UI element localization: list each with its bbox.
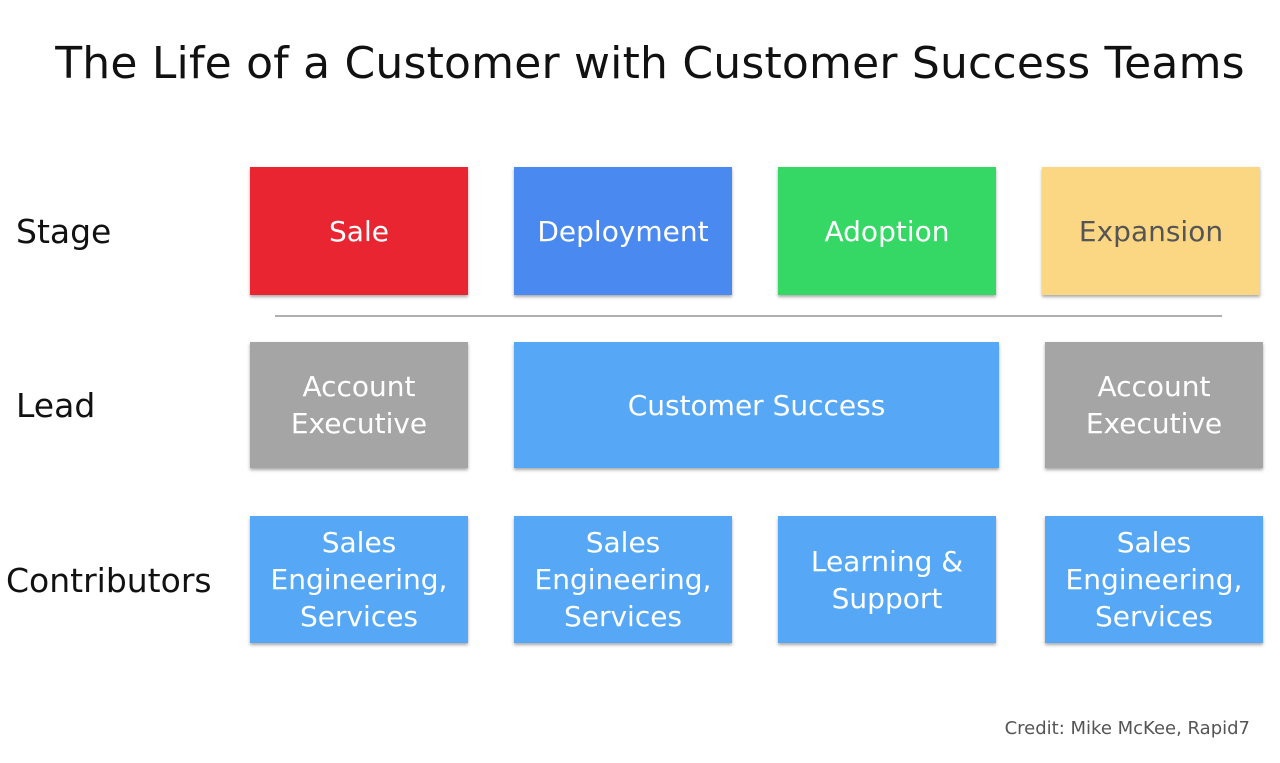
lead-box-customer-success: Customer Success xyxy=(514,342,999,468)
contributor-label: Sales Engineering, Services xyxy=(534,526,712,633)
row-label-stage: Stage xyxy=(16,212,112,251)
lead-box-account-executive: Account Executive xyxy=(250,342,468,468)
lead-box-account-executive-2: Account Executive xyxy=(1045,342,1263,468)
diagram-title: The Life of a Customer with Customer Suc… xyxy=(55,38,1245,89)
contributor-box-learning-support: Learning & Support xyxy=(778,516,996,643)
stage-label: Adoption xyxy=(824,214,950,248)
stage-label: Sale xyxy=(329,214,389,248)
contributor-label: Learning & Support xyxy=(810,544,964,615)
contributor-label: Sales Engineering, Services xyxy=(1065,526,1243,633)
divider-line xyxy=(275,315,1222,317)
stage-box-expansion: Expansion xyxy=(1042,167,1260,295)
lead-label: Account Executive xyxy=(290,370,428,440)
contributor-label: Sales Engineering, Services xyxy=(270,526,448,633)
contributor-box-sales-engineering: Sales Engineering, Services xyxy=(250,516,468,643)
contributor-box-sales-engineering-2: Sales Engineering, Services xyxy=(514,516,732,643)
row-label-contributors: Contributors xyxy=(6,561,212,600)
stage-box-adoption: Adoption xyxy=(778,167,996,295)
contributor-box-sales-engineering-3: Sales Engineering, Services xyxy=(1045,516,1263,643)
lead-label: Account Executive xyxy=(1085,370,1223,440)
stage-box-deployment: Deployment xyxy=(514,167,732,295)
row-label-lead: Lead xyxy=(16,386,96,425)
credit-text: Credit: Mike McKee, Rapid7 xyxy=(1004,718,1250,739)
stage-box-sale: Sale xyxy=(250,167,468,295)
lead-label: Customer Success xyxy=(627,388,886,422)
stage-label: Expansion xyxy=(1078,214,1224,248)
stage-label: Deployment xyxy=(537,214,709,248)
